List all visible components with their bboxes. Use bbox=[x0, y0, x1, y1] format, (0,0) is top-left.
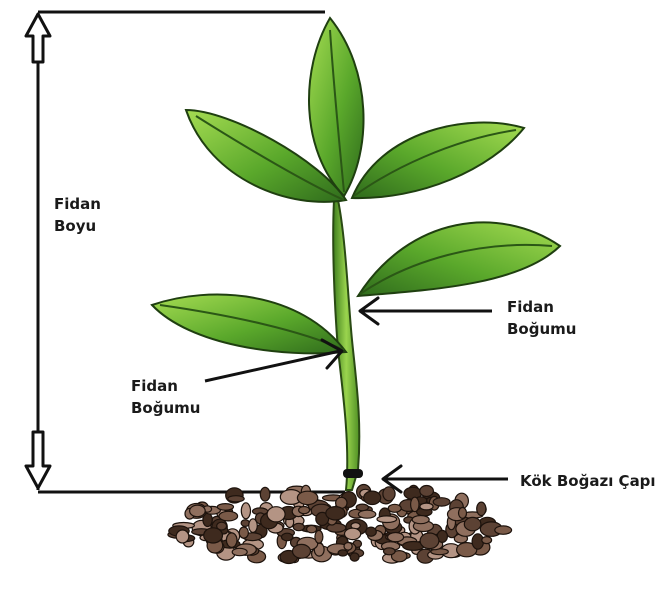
soil-pebble bbox=[384, 548, 396, 555]
soil-pebble bbox=[358, 510, 375, 518]
node-left-label-line1: Fidan bbox=[131, 375, 200, 397]
soil-pebble bbox=[226, 533, 237, 547]
soil-pebble bbox=[364, 491, 381, 504]
node-right-label: Fidan Boğumu bbox=[507, 296, 576, 340]
soil-pebble bbox=[260, 487, 270, 501]
soil-pebble bbox=[299, 507, 310, 514]
soil-pebble bbox=[366, 527, 377, 536]
soil-pebble bbox=[356, 504, 368, 511]
soil-pebble bbox=[459, 508, 467, 519]
soil-pebble bbox=[267, 507, 285, 522]
soil-pebble bbox=[228, 496, 244, 502]
soil-pebble bbox=[176, 530, 189, 543]
soil-pebble bbox=[464, 517, 481, 530]
node-right-label-line2: Boğumu bbox=[507, 318, 576, 340]
seedling-height-label-line2: Boyu bbox=[54, 215, 101, 237]
soil-pebble bbox=[338, 550, 347, 556]
seedling-height-label-line1: Fidan bbox=[54, 193, 101, 215]
soil-pebble bbox=[204, 528, 223, 543]
root-collar-band bbox=[343, 469, 363, 478]
soil-pebble bbox=[350, 553, 359, 561]
soil-pebble bbox=[433, 498, 450, 506]
root-collar-label: Kök Boğazı Çapı bbox=[520, 470, 656, 492]
soil-pile bbox=[155, 485, 512, 574]
soil-pebble bbox=[482, 537, 492, 544]
node-left-label-line2: Boğumu bbox=[131, 397, 200, 419]
soil-pebble bbox=[388, 533, 404, 542]
soil-pebble bbox=[293, 523, 304, 530]
soil-pebble bbox=[345, 528, 361, 539]
root-collar-arrow bbox=[383, 466, 508, 492]
soil-pebble bbox=[219, 511, 238, 521]
soil-pebble bbox=[420, 533, 439, 549]
up-arrow-icon bbox=[26, 14, 50, 62]
soil-pebble bbox=[241, 503, 250, 519]
soil-pebble bbox=[326, 507, 345, 520]
soil-pebble bbox=[420, 503, 433, 510]
seedling-height-label: Fidan Boyu bbox=[54, 193, 101, 237]
down-arrow-icon bbox=[26, 432, 50, 488]
soil-pebble bbox=[477, 502, 486, 515]
soil-pebble bbox=[217, 504, 233, 511]
soil-pebble bbox=[344, 543, 352, 551]
node-right-arrow bbox=[360, 298, 492, 324]
middle-right-leaf bbox=[358, 222, 560, 296]
soil-pebble bbox=[232, 548, 247, 555]
node-right-label-line1: Fidan bbox=[507, 296, 576, 318]
soil-pebble bbox=[239, 527, 248, 538]
lower-left-leaf bbox=[152, 295, 346, 354]
soil-pebble bbox=[315, 530, 323, 543]
node-left-label: Fidan Boğumu bbox=[131, 375, 200, 419]
soil-pebble bbox=[282, 533, 293, 541]
soil-pebble bbox=[411, 497, 419, 511]
soil-pebble bbox=[377, 516, 397, 523]
soil-pebble bbox=[190, 505, 206, 517]
seedling-leaves bbox=[152, 18, 560, 353]
height-measurement bbox=[26, 12, 345, 492]
soil-pebble bbox=[293, 544, 311, 558]
soil-pebble bbox=[307, 525, 317, 532]
soil-pebble bbox=[412, 516, 429, 524]
soil-pebble bbox=[420, 486, 434, 497]
soil-pebble bbox=[495, 526, 512, 534]
soil-pebble bbox=[388, 504, 401, 512]
soil-pebble bbox=[297, 491, 317, 504]
soil-pebble bbox=[383, 487, 395, 501]
